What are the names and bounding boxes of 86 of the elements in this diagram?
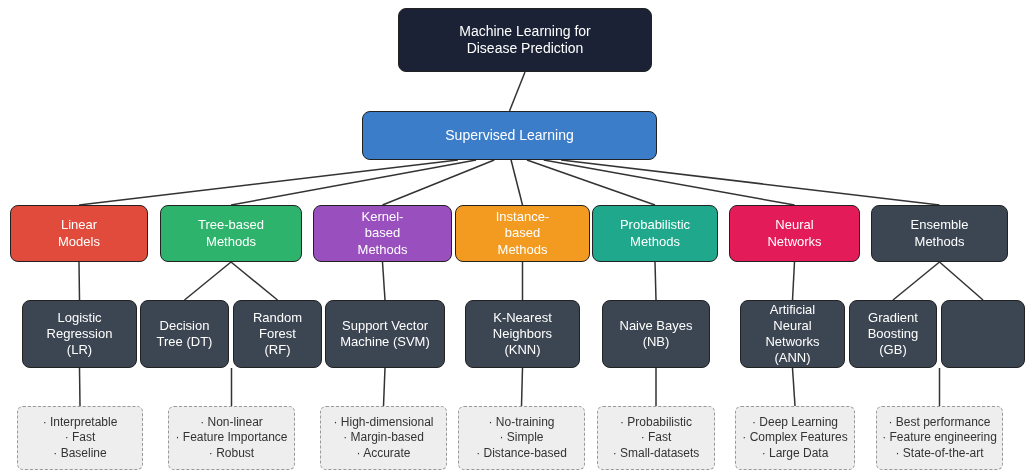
connector-line	[791, 367, 796, 407]
connector-line	[526, 159, 656, 206]
connector-line	[78, 261, 81, 301]
connector-line	[938, 261, 984, 301]
feature-text: · Robust	[208, 445, 255, 462]
feature-note-box	[876, 406, 1003, 470]
connector-line	[654, 261, 657, 301]
feature-note-box	[458, 406, 585, 470]
feature-text: · No-training	[488, 414, 555, 431]
method-group-box	[313, 205, 452, 262]
node-label: Support Vector Machine (SVM)	[340, 317, 430, 351]
node-label: Random Forest (RF)	[251, 309, 304, 359]
node-label: Ensemble Methods	[909, 217, 970, 250]
node-label: Linear Models	[57, 217, 101, 250]
node-label: Logistic Regression (LR)	[45, 309, 114, 359]
connector-line	[508, 71, 526, 112]
connector-line	[791, 261, 796, 301]
connector-line	[381, 261, 386, 301]
feature-text: · Feature engineering	[882, 430, 997, 446]
connector-line	[183, 261, 232, 301]
feature-text: · Complex Features	[742, 430, 848, 446]
algorithm-box	[22, 300, 137, 368]
connector-line	[520, 367, 524, 407]
feature-text: · Fast	[640, 430, 672, 446]
feature-text: · Non-linear	[200, 414, 263, 431]
connector-line	[382, 367, 386, 407]
feature-text: · Simple	[499, 430, 544, 446]
connector-line	[938, 367, 941, 407]
node-label: Instance-based Methods	[494, 209, 551, 258]
root-box	[398, 8, 652, 72]
method-group-box	[10, 205, 148, 262]
feature-text: · High-dimensional	[333, 414, 434, 431]
connector-line	[381, 159, 495, 206]
feature-text: · Accurate	[356, 445, 411, 462]
connector-line	[542, 159, 796, 206]
algorithm-box	[602, 300, 710, 368]
connector-line	[230, 261, 279, 301]
connector-line	[78, 367, 81, 407]
method-group-box	[592, 205, 718, 262]
node-label: Artificial Neural Networks (ANN)	[764, 301, 821, 367]
node-label: Machine Learning for Disease Prediction	[458, 22, 592, 58]
feature-note-box	[168, 406, 295, 470]
connector-line	[655, 367, 657, 407]
connector-line	[892, 261, 941, 301]
node-label: Neural Networks	[766, 217, 823, 250]
algorithm-box	[233, 300, 322, 368]
feature-text: · Probabilistic	[620, 414, 692, 431]
connector-line	[510, 159, 524, 206]
feature-note-box	[735, 406, 855, 470]
feature-note-box	[320, 406, 447, 470]
node-label: Supervised Learning	[445, 126, 574, 145]
feature-text: · Large Data	[761, 445, 829, 462]
method-group-box	[729, 205, 860, 262]
algorithm-box	[325, 300, 445, 368]
method-group-box	[871, 205, 1008, 262]
algorithm-box	[941, 300, 1025, 368]
feature-note-box	[17, 406, 143, 470]
node-label: Probabilistic Methods	[619, 217, 691, 250]
feature-note-box	[597, 406, 715, 470]
algorithm-box	[140, 300, 229, 368]
feature-text: · Margin-based	[343, 430, 424, 446]
feature-text: · Feature Importance	[175, 430, 288, 446]
node-label: Naive Bayes (NB)	[618, 317, 694, 351]
connector-line	[230, 159, 477, 206]
feature-text: · Distance-based	[476, 445, 567, 462]
feature-text: · Small-datasets	[612, 445, 700, 462]
algorithm-box	[740, 300, 845, 368]
node-label: Kernel-based Methods	[356, 209, 409, 258]
connector-line	[230, 367, 233, 407]
feature-text: · Deep Learning	[751, 414, 839, 431]
connector-line	[521, 261, 524, 301]
node-label: Gradient Boosting (GB)	[866, 309, 920, 359]
method-group-box	[455, 205, 590, 262]
node-label: K-Nearest Neighbors (KNN)	[491, 309, 554, 359]
algorithm-box	[849, 300, 937, 368]
feature-text: · State-of-the-art	[895, 445, 984, 462]
node-label: Decision Tree (DT)	[155, 317, 214, 351]
method-group-box	[160, 205, 302, 262]
node-label: Tree-based Methods	[197, 217, 265, 250]
feature-text: · Interpretable	[42, 414, 118, 431]
feature-text: · Best performance	[888, 414, 991, 431]
feature-text: · Baseline	[53, 445, 107, 462]
feature-text: · Fast	[64, 430, 96, 446]
category-box	[362, 111, 657, 160]
algorithm-box	[465, 300, 580, 368]
connector-line	[78, 159, 459, 206]
